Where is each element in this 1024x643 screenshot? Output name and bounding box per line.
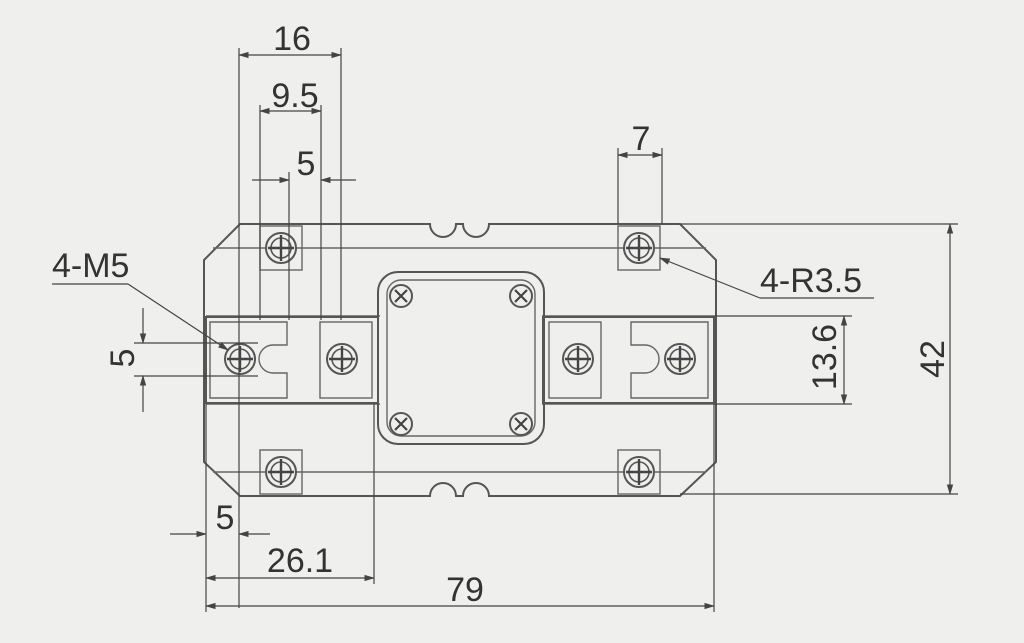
callout-corner-radius: 4-R3.5	[760, 262, 862, 300]
part-outline	[203, 223, 717, 497]
dim-label-5-left: 5	[104, 349, 142, 368]
dim-label-9-5: 9.5	[271, 77, 318, 115]
dimension-labels: 16 9.5 5 7 5 26.1 79 42 13.6 5 4-M5 4-R3…	[52, 20, 952, 609]
dim-label-16: 16	[273, 20, 311, 58]
dim-label-42: 42	[914, 340, 952, 378]
dim-label-79: 79	[446, 571, 484, 609]
dimension-lines	[52, 48, 958, 612]
center-plate	[377, 271, 545, 445]
mounting-screws	[223, 225, 697, 495]
dim-label-7: 7	[632, 120, 651, 158]
dim-label-26-1: 26.1	[267, 542, 333, 580]
callout-thread-holes: 4-M5	[52, 247, 129, 285]
dim-label-5-bottom: 5	[216, 499, 235, 537]
dim-label-13-6: 13.6	[806, 324, 844, 390]
dim-label-5-top: 5	[297, 145, 316, 183]
